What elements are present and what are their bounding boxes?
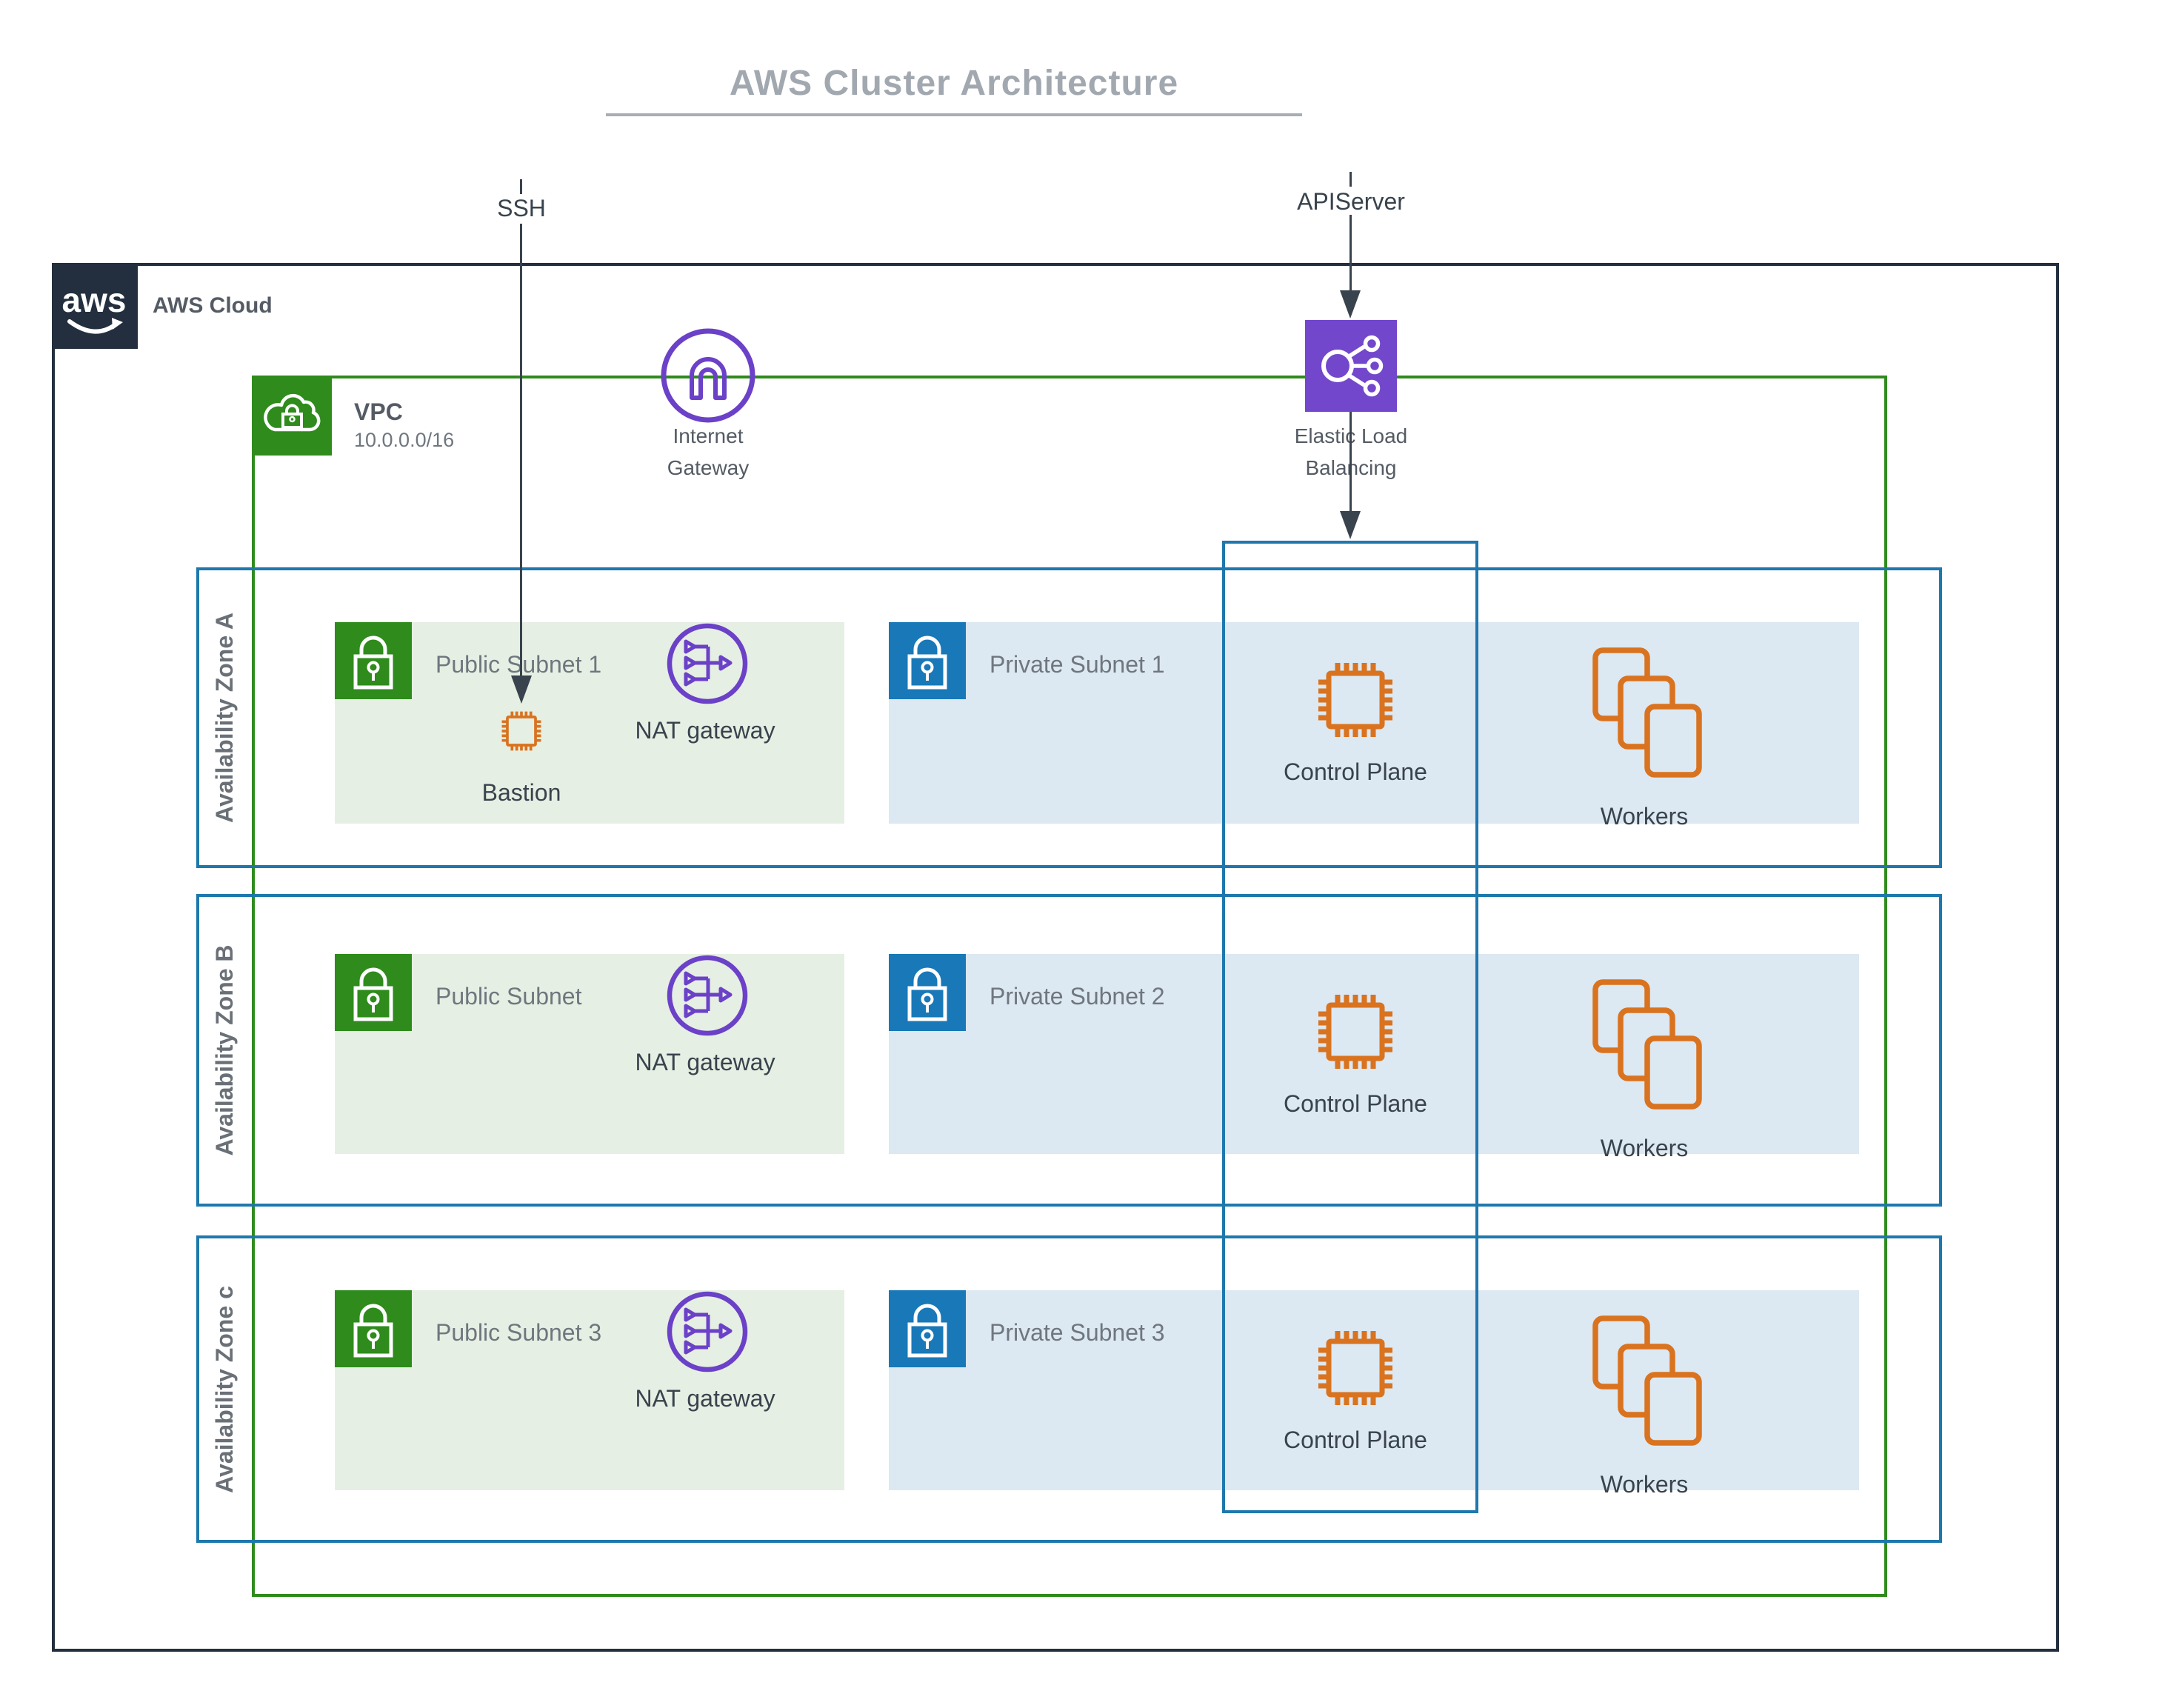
workers-label: Workers [1600,1135,1689,1161]
ssh-label: SSH [497,195,546,221]
page-title: AWS Cluster Architecture [729,64,1179,103]
public-subnet-2-box [335,954,844,1154]
bastion-icon [500,710,543,753]
public-subnet-1-label: Public Subnet 1 [436,651,602,678]
ssh-top-tick [520,179,522,194]
az-a-label: Availability Zone A [211,613,238,823]
aws-cloud-box [52,263,2059,1652]
elb-to-controlplane-line [1349,412,1352,511]
internet-gateway-icon [661,328,755,423]
private-subnet-lock-icon [889,1290,966,1367]
availability-zone-c-box [196,1235,1942,1543]
workers-label: Workers [1600,803,1689,830]
private-subnet-1-label: Private Subnet 1 [990,651,1165,678]
bastion-label: Bastion [481,779,561,806]
apiserver-arrowhead [1340,290,1361,318]
apiserver-top-tick [1349,172,1352,187]
public-subnet-lock-icon [335,622,412,699]
elastic-load-balancing-icon [1305,320,1397,412]
private-subnet-lock-icon [889,622,966,699]
control-plane-icon [1304,1316,1407,1420]
vpc-cidr: 10.0.0.0/16 [354,429,455,451]
vpc-box [252,376,1887,1597]
elb-to-controlplane-arrowhead [1340,511,1361,539]
private-subnet-lock-icon [889,954,966,1031]
workers-icon [1585,978,1706,1111]
control-plane-icon [1304,648,1407,752]
nat-gateway-icon [663,951,752,1040]
aws-cloud-label: AWS Cloud [153,293,273,318]
apiserver-arrow-line [1349,215,1352,290]
vpc-label: VPC [354,398,403,425]
private-subnet-2-label: Private Subnet 2 [990,983,1165,1010]
control-plane-label: Control Plane [1284,758,1427,785]
public-subnet-1-box [335,622,844,824]
apiserver-label: APIServer [1297,188,1405,215]
ssh-arrow-line [520,224,522,677]
workers-label: Workers [1600,1471,1689,1498]
public-subnet-3-label: Public Subnet 3 [436,1319,602,1346]
nat-gateway-label: NAT gateway [635,717,775,744]
internet-gateway-label-line1: Internet [673,424,744,447]
public-subnet-2-label: Public Subnet [436,983,582,1010]
vpc-icon [252,376,332,456]
aws-logo-text: aws [62,281,127,319]
az-c-label: Availability Zone c [211,1286,238,1493]
nat-gateway-label: NAT gateway [635,1385,775,1412]
ssh-arrowhead [511,675,532,704]
public-subnet-lock-icon [335,1290,412,1367]
aws-logo-icon: aws [52,263,138,349]
title-underline [606,113,1302,116]
workers-icon [1585,1314,1706,1447]
control-plane-group-box [1222,541,1478,1513]
availability-zone-b-box [196,894,1942,1207]
control-plane-label: Control Plane [1284,1427,1427,1453]
az-b-label: Availability Zone B [211,944,238,1156]
nat-gateway-label: NAT gateway [635,1049,775,1075]
control-plane-icon [1304,980,1407,1084]
workers-icon [1585,646,1706,779]
availability-zone-a-box [196,567,1942,868]
public-subnet-lock-icon [335,954,412,1031]
private-subnet-3-label: Private Subnet 3 [990,1319,1165,1346]
control-plane-label: Control Plane [1284,1090,1427,1117]
nat-gateway-icon [663,1287,752,1376]
public-subnet-3-box [335,1290,844,1490]
internet-gateway-label-line2: Gateway [667,456,750,479]
nat-gateway-icon [663,619,752,708]
